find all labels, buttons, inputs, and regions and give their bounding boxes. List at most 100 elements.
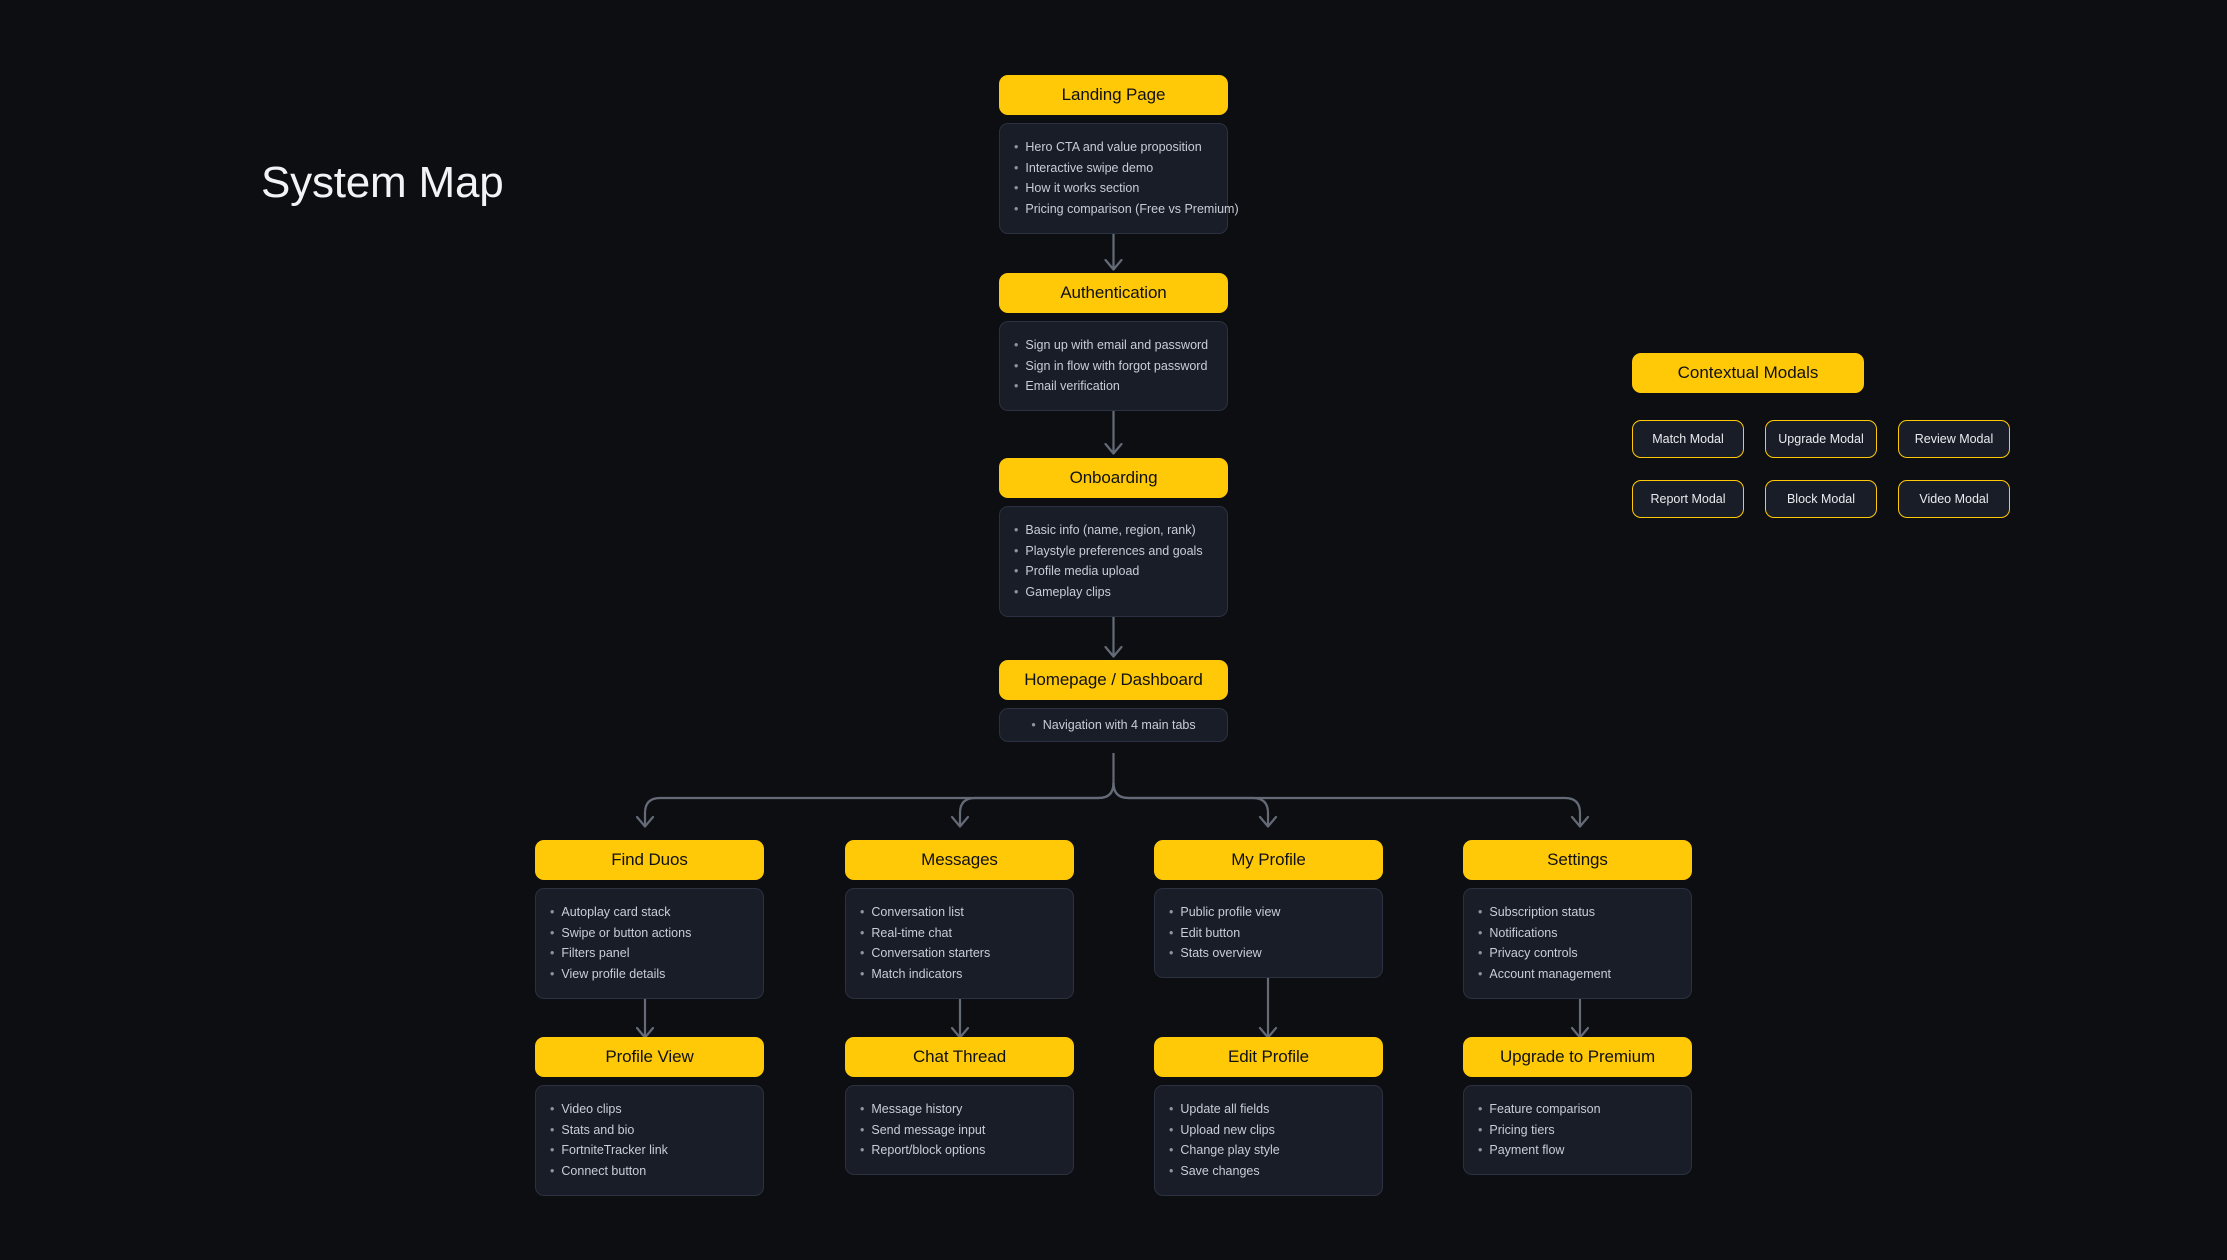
detail-item: •Conversation starters: [860, 943, 1059, 964]
detail-text: Notifications: [1489, 925, 1558, 940]
node-edit-profile[interactable]: Edit Profile •Update all fields •Upload …: [1154, 1037, 1383, 1196]
detail-item: •Change play style: [1169, 1140, 1368, 1161]
bullet-icon: •: [860, 1122, 865, 1137]
bullet-icon: •: [1031, 717, 1036, 732]
detail-text: Interactive swipe demo: [1025, 160, 1154, 175]
detail-text: Update all fields: [1180, 1102, 1270, 1116]
detail-text: FortniteTracker link: [561, 1143, 668, 1158]
node-find-duos[interactable]: Find Duos •Autoplay card stack •Swipe or…: [535, 840, 764, 999]
bullet-icon: •: [550, 905, 555, 919]
node-landing-page-title[interactable]: Landing Page: [999, 75, 1228, 115]
detail-item: •View profile details: [550, 964, 749, 985]
node-chat-thread-details: •Message history • Send message input •Re…: [845, 1085, 1074, 1175]
node-edit-profile-title[interactable]: Edit Profile: [1154, 1037, 1383, 1077]
detail-text: How it works section: [1025, 181, 1140, 196]
bullet-icon: •: [550, 1122, 555, 1137]
bullet-icon: •: [550, 966, 555, 981]
node-find-duos-title[interactable]: Find Duos: [535, 840, 764, 880]
detail-item: •Report/block options: [860, 1140, 1059, 1161]
node-homepage-dashboard-title[interactable]: Homepage / Dashboard: [999, 660, 1228, 700]
detail-text: Upload new clips: [1180, 1122, 1275, 1137]
modal-chip-video[interactable]: Video Modal: [1898, 480, 2010, 518]
bullet-icon: •: [1478, 905, 1483, 919]
modal-chip-match[interactable]: Match Modal: [1632, 420, 1744, 458]
node-chat-thread-title[interactable]: Chat Thread: [845, 1037, 1074, 1077]
detail-text: Privacy controls: [1489, 946, 1578, 961]
detail-item: •Message history: [860, 1099, 1059, 1120]
node-authentication-title[interactable]: Authentication: [999, 273, 1228, 313]
bullet-icon: •: [1014, 379, 1019, 394]
bullet-icon: •: [1014, 181, 1019, 196]
node-my-profile[interactable]: My Profile •Public profile view •Edit bu…: [1154, 840, 1383, 978]
detail-item: •Payment flow: [1478, 1140, 1677, 1161]
detail-item: •Notifications: [1478, 923, 1677, 944]
bullet-icon: •: [860, 925, 865, 940]
detail-text: Send message input: [871, 1122, 986, 1137]
bullet-icon: •: [1169, 905, 1174, 919]
detail-text: Profile media upload: [1025, 564, 1140, 579]
detail-item: • Real-time chat: [860, 923, 1059, 944]
detail-text: Hero CTA and value proposition: [1025, 140, 1202, 154]
detail-text: Real-time chat: [871, 925, 952, 940]
detail-item: •Playstyle preferences and goals: [1014, 541, 1213, 562]
node-find-duos-details: •Autoplay card stack •Swipe or button ac…: [535, 888, 764, 999]
modal-chip-review[interactable]: Review Modal: [1898, 420, 2010, 458]
node-authentication-details: •Sign up with email and password •Sign i…: [999, 321, 1228, 411]
detail-item: •Public profile view: [1169, 902, 1368, 923]
bullet-icon: •: [1014, 201, 1019, 216]
connector-dashboard-branch: [635, 753, 1590, 828]
node-settings[interactable]: Settings •Subscription status •Notificat…: [1463, 840, 1692, 999]
detail-item: •Stats and bio: [550, 1120, 749, 1141]
node-landing-page-details: • Hero CTA and value proposition • Interac…: [999, 123, 1239, 234]
node-profile-view-title[interactable]: Profile View: [535, 1037, 764, 1077]
node-onboarding[interactable]: Onboarding •Basic info (name, region, ra…: [999, 458, 1228, 617]
node-messages[interactable]: Messages •Conversation list •Real-time c…: [845, 840, 1074, 999]
detail-text: Sign up with email and password: [1025, 338, 1209, 352]
detail-text: Filters panel: [561, 946, 630, 961]
detail-text: Playstyle preferences and goals: [1025, 543, 1203, 558]
detail-item: •Swipe or button actions: [550, 923, 749, 944]
detail-item: •Autoplay card stack: [550, 902, 749, 923]
node-homepage-dashboard[interactable]: Homepage / Dashboard •Navigation with 4 …: [999, 660, 1228, 742]
node-landing-page[interactable]: Landing Page • Hero CTA and value proposi…: [999, 75, 1239, 234]
detail-text: Report/block options: [871, 1143, 986, 1158]
node-profile-view[interactable]: Profile View •Video clips •Stats and bio…: [535, 1037, 764, 1196]
detail-item: •Feature comparison: [1478, 1099, 1677, 1120]
detail-text: Stats overview: [1180, 946, 1262, 961]
node-authentication[interactable]: Authentication • Sign up with email and p…: [999, 273, 1228, 411]
detail-text: Save changes: [1180, 1163, 1260, 1178]
detail-item: •Basic info (name, region, rank): [1014, 520, 1213, 541]
node-my-profile-details: •Public profile view •Edit button •Stats…: [1154, 888, 1383, 978]
node-onboarding-title[interactable]: Onboarding: [999, 458, 1228, 498]
detail-item: •Email verification: [1014, 376, 1213, 397]
bullet-icon: •: [1014, 140, 1019, 154]
detail-item: •Account management: [1478, 964, 1677, 985]
detail-text: Gameplay clips: [1025, 584, 1111, 599]
bullet-icon: •: [550, 925, 555, 940]
node-upgrade-to-premium[interactable]: Upgrade to Premium •Feature comparison •…: [1463, 1037, 1692, 1175]
node-settings-title[interactable]: Settings: [1463, 840, 1692, 880]
modal-chip-report[interactable]: Report Modal: [1632, 480, 1744, 518]
detail-text: Pricing tiers: [1489, 1122, 1555, 1137]
bullet-icon: •: [550, 1163, 555, 1178]
detail-item: •FortniteTracker link: [550, 1140, 749, 1161]
modal-chip-upgrade[interactable]: Upgrade Modal: [1765, 420, 1877, 458]
modal-chip-block[interactable]: Block Modal: [1765, 480, 1877, 518]
detail-text: Basic info (name, region, rank): [1025, 523, 1196, 537]
detail-text: Video clips: [561, 1102, 622, 1116]
node-onboarding-details: •Basic info (name, region, rank) •Playst…: [999, 506, 1228, 617]
bullet-icon: •: [1169, 925, 1174, 940]
node-my-profile-title[interactable]: My Profile: [1154, 840, 1383, 880]
node-homepage-dashboard-details: •Navigation with 4 main tabs: [999, 708, 1228, 742]
node-settings-details: •Subscription status •Notifications •Pri…: [1463, 888, 1692, 999]
bullet-icon: •: [1478, 1143, 1483, 1158]
contextual-modals-title[interactable]: Contextual Modals: [1632, 353, 1864, 393]
bullet-icon: •: [1478, 1102, 1483, 1116]
detail-item: •Pricing tiers: [1478, 1120, 1677, 1141]
node-chat-thread[interactable]: Chat Thread •Message history • Send messa…: [845, 1037, 1074, 1175]
node-messages-title[interactable]: Messages: [845, 840, 1074, 880]
detail-item: •Connect button: [550, 1161, 749, 1182]
bullet-icon: •: [1169, 1122, 1174, 1137]
detail-item: •Video clips: [550, 1099, 749, 1120]
node-upgrade-to-premium-title[interactable]: Upgrade to Premium: [1463, 1037, 1692, 1077]
